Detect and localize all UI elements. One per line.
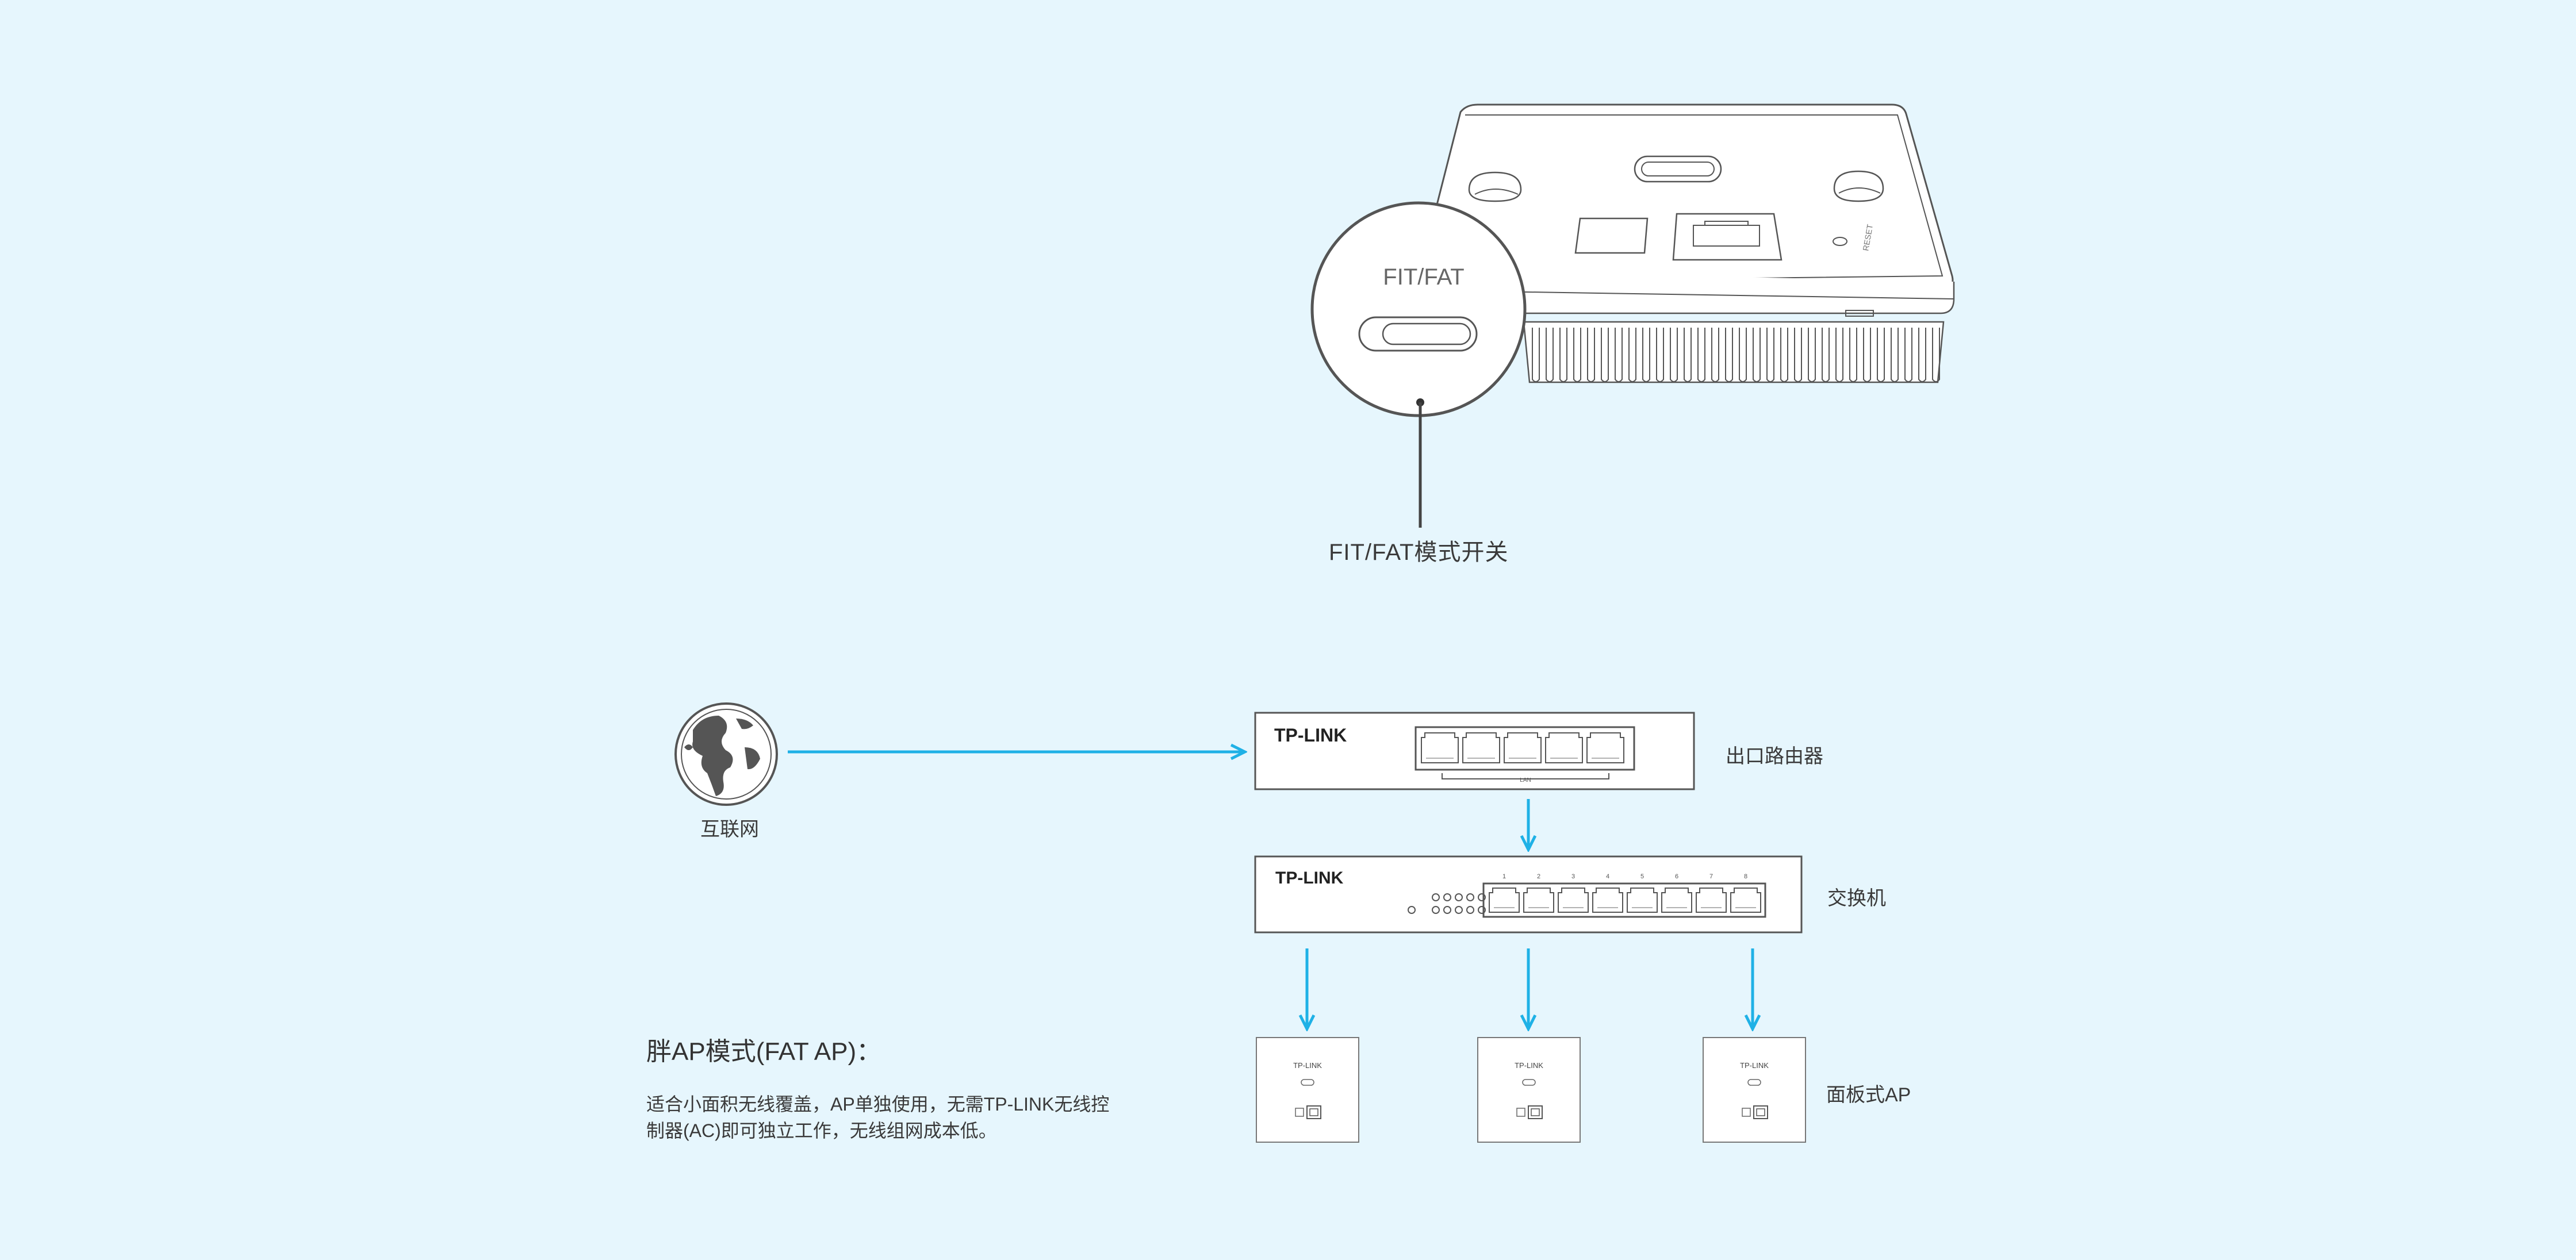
switch-port bbox=[1523, 888, 1554, 913]
panel-ap-1: TP-LINK bbox=[1256, 1037, 1359, 1143]
reset-hole bbox=[1833, 237, 1847, 246]
switch-led bbox=[1478, 906, 1486, 914]
panel-ap-label: 面板式AP bbox=[1826, 1084, 1911, 1106]
router-brand: TP-LINK bbox=[1274, 725, 1347, 746]
switch-led bbox=[1443, 906, 1451, 914]
switch-port bbox=[1661, 888, 1692, 913]
rj45-port bbox=[1672, 213, 1782, 261]
switch-led bbox=[1432, 893, 1440, 901]
switch-port-number: 7 bbox=[1709, 873, 1713, 880]
switch-port-number: 8 bbox=[1744, 873, 1747, 880]
fat-ap-mode-description: 适合小面积无线覆盖，AP单独使用，无需TP-LINK无线控 制器(AC)即可独立… bbox=[646, 1091, 1164, 1144]
globe-icon bbox=[674, 702, 778, 806]
panel-ap-brand: TP-LINK bbox=[1515, 1061, 1543, 1070]
description-line-1: 适合小面积无线覆盖，AP单独使用，无需TP-LINK无线控 bbox=[646, 1094, 1110, 1115]
panel-ap-group: TP-LINK TP-LINK TP-LINK bbox=[1256, 1037, 1806, 1143]
switch-port bbox=[1489, 888, 1520, 913]
switch-led bbox=[1478, 893, 1486, 901]
router-port bbox=[1421, 732, 1459, 763]
switch-port bbox=[1558, 888, 1589, 913]
fat-ap-mode-title: 胖AP模式(FAT AP)： bbox=[646, 1038, 882, 1066]
switch-port-number: 2 bbox=[1537, 873, 1540, 880]
switch-port-number: 5 bbox=[1640, 873, 1644, 880]
usb-port bbox=[1574, 217, 1649, 254]
router-device: TP-LINK LAN bbox=[1254, 712, 1695, 790]
internet-label: 互联网 bbox=[700, 819, 759, 840]
mount-hole-right bbox=[1833, 170, 1884, 202]
fit-fat-callout-label: FIT/FAT模式开关 bbox=[1329, 540, 1509, 565]
switch-led bbox=[1466, 893, 1474, 901]
panel-ap-2: TP-LINK bbox=[1477, 1037, 1581, 1143]
switch-port-number: 3 bbox=[1571, 873, 1575, 880]
router-label: 出口路由器 bbox=[1726, 746, 1823, 767]
switch-led bbox=[1455, 906, 1463, 914]
description-line-2: 制器(AC)即可独立工作，无线组网成本低。 bbox=[646, 1120, 997, 1141]
router-port bbox=[1462, 732, 1500, 763]
fit-fat-magnifier: FIT/FAT bbox=[1310, 201, 1527, 528]
switch-led bbox=[1443, 893, 1451, 901]
switch-port bbox=[1696, 888, 1727, 913]
switch-port bbox=[1627, 888, 1658, 913]
switch-port-number: 4 bbox=[1606, 873, 1609, 880]
switch-port bbox=[1592, 888, 1623, 913]
fit-fat-switch-text: FIT/FAT bbox=[1383, 264, 1464, 290]
top-button bbox=[1634, 155, 1722, 183]
switch-brand: TP-LINK bbox=[1275, 869, 1344, 888]
router-lan-label: LAN bbox=[1520, 777, 1531, 783]
router-port bbox=[1545, 732, 1583, 763]
switch-led bbox=[1432, 906, 1440, 914]
switch-device: TP-LINK 1 2 3 4 5 6 7 8 bbox=[1254, 855, 1803, 934]
switch-label: 交换机 bbox=[1827, 888, 1886, 909]
router-port bbox=[1504, 732, 1542, 763]
heat-sink bbox=[1523, 321, 1945, 383]
panel-ap-3: TP-LINK bbox=[1703, 1037, 1806, 1143]
panel-ap-device: RESET bbox=[1419, 103, 1955, 383]
panel-ap-brand: TP-LINK bbox=[1740, 1061, 1769, 1070]
mount-hole-left bbox=[1468, 171, 1522, 202]
panel-ap-brand: TP-LINK bbox=[1293, 1061, 1322, 1070]
router-port bbox=[1586, 732, 1624, 763]
switch-led bbox=[1455, 893, 1463, 901]
switch-port bbox=[1730, 888, 1761, 913]
switch-port-number: 1 bbox=[1502, 873, 1506, 880]
switch-led bbox=[1466, 906, 1474, 914]
switch-port-number: 6 bbox=[1675, 873, 1678, 880]
